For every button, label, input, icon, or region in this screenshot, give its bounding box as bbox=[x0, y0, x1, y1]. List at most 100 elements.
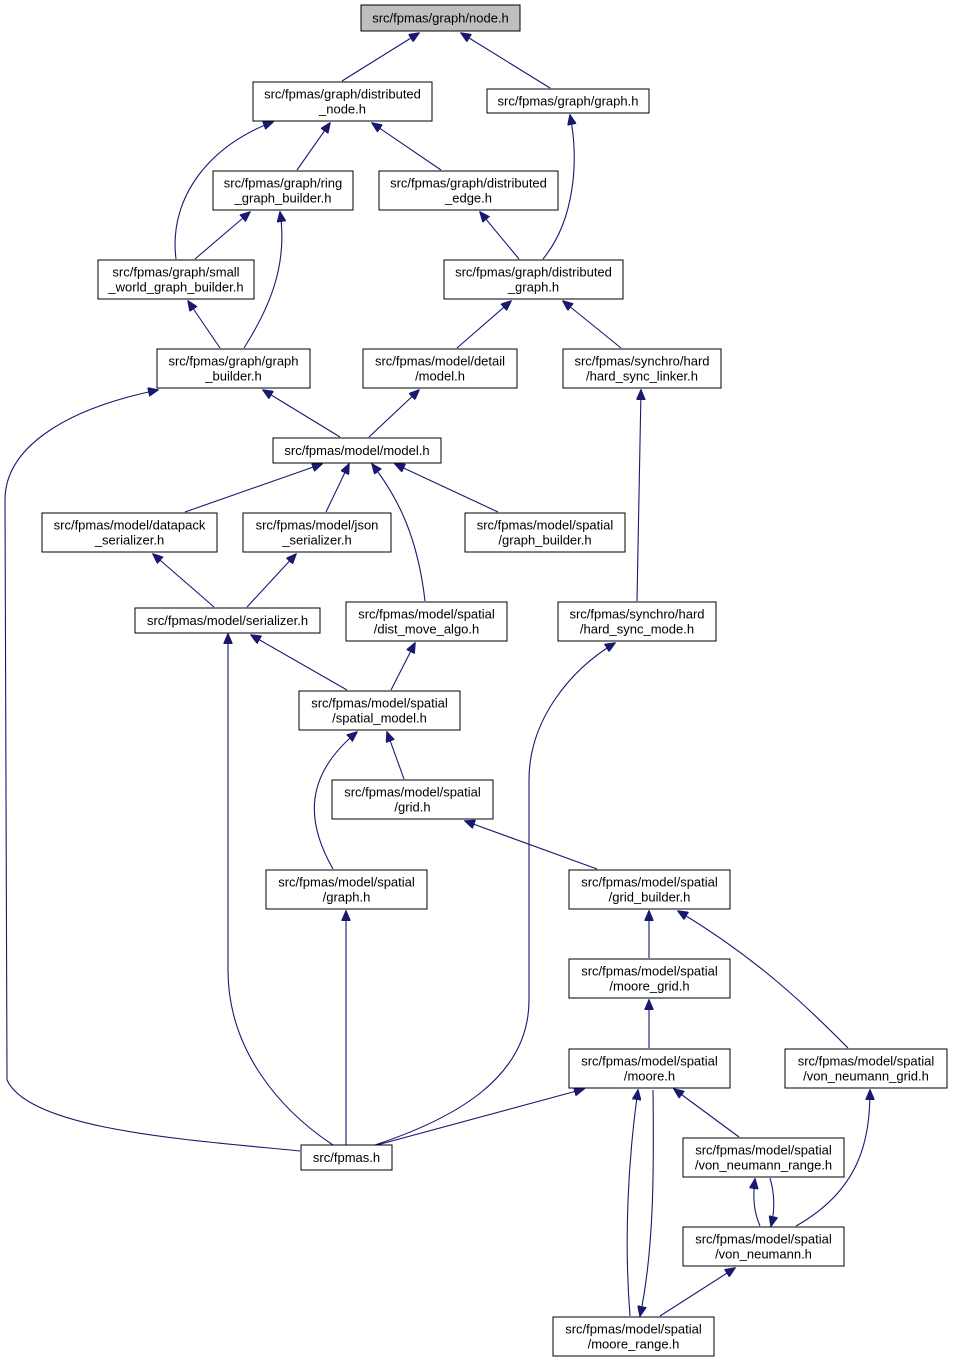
edge-arrow bbox=[674, 1089, 740, 1138]
edge-detail-model-to-distributed-graph bbox=[456, 301, 511, 349]
edge-arrow bbox=[390, 643, 415, 691]
edge-grid-h-to-spatial-model bbox=[387, 732, 405, 780]
node-label: /moore.h bbox=[624, 1069, 675, 1084]
edge-graph-builder-to-small-world bbox=[188, 301, 221, 349]
node-label: _graph_builder.h bbox=[234, 191, 332, 206]
node-grid-h[interactable]: src/fpmas/model/spatial/grid.h bbox=[331, 779, 494, 820]
edge-arrow bbox=[153, 554, 215, 608]
edge-arrow bbox=[640, 1089, 654, 1316]
edge-fpmas-h-to-moore-h bbox=[376, 1089, 584, 1146]
node-label: src/fpmas/synchro/hard bbox=[574, 354, 709, 369]
node-spatial-graph[interactable]: src/fpmas/model/spatial/graph.h bbox=[265, 869, 428, 910]
node-distributed-edge[interactable]: src/fpmas/graph/distributed_edge.h bbox=[378, 170, 559, 211]
node-label: /von_neumann_grid.h bbox=[803, 1069, 929, 1084]
edge-ring-graph-builder-to-distributed-node bbox=[296, 123, 330, 171]
node-detail-model[interactable]: src/fpmas/model/detail/model.h bbox=[362, 348, 518, 389]
node-box bbox=[242, 512, 392, 553]
node-label: src/fpmas/model/detail bbox=[375, 354, 505, 369]
edge-spatial-graph-to-spatial-model bbox=[313, 732, 357, 870]
node-label: /moore_range.h bbox=[588, 1337, 680, 1352]
node-hard-sync-linker[interactable]: src/fpmas/synchro/hard/hard_sync_linker.… bbox=[562, 348, 722, 389]
node-box bbox=[272, 437, 442, 464]
node-box bbox=[212, 170, 354, 211]
node-spatial-graph-builder[interactable]: src/fpmas/model/spatial/graph_builder.h bbox=[464, 512, 626, 553]
node-moore-grid[interactable]: src/fpmas/model/spatial/moore_grid.h bbox=[568, 958, 731, 999]
node-von-neumann-grid[interactable]: src/fpmas/model/spatial/von_neumann_grid… bbox=[784, 1048, 948, 1089]
node-box bbox=[41, 512, 218, 553]
node-hard-sync-mode[interactable]: src/fpmas/synchro/hard/hard_sync_mode.h bbox=[557, 601, 717, 642]
node-json-serializer[interactable]: src/fpmas/model/json_serializer.h bbox=[242, 512, 392, 553]
node-ring-graph-builder[interactable]: src/fpmas/graph/ring_graph_builder.h bbox=[212, 170, 354, 211]
node-label: src/fpmas/model/datapack bbox=[54, 518, 206, 533]
node-label: src/fpmas/model/spatial bbox=[311, 696, 448, 711]
edge-fpmas-h-to-hard-sync-mode bbox=[374, 643, 615, 1146]
node-box bbox=[97, 259, 255, 300]
edge-arrow bbox=[387, 732, 405, 780]
edge-von-neumann-grid-to-grid-builder bbox=[678, 911, 849, 1049]
edge-arrow bbox=[754, 1179, 761, 1227]
node-graph-builder[interactable]: src/fpmas/graph/graph_builder.h bbox=[156, 348, 311, 389]
edge-moore-range-to-von-neumann bbox=[659, 1268, 735, 1317]
node-label: _edge.h bbox=[444, 191, 492, 206]
node-label: src/fpmas/model/spatial bbox=[477, 518, 614, 533]
edge-arrow bbox=[228, 634, 334, 1146]
node-label: src/fpmas/model/spatial bbox=[278, 875, 415, 890]
node-box bbox=[298, 690, 461, 731]
node-moore-h[interactable]: src/fpmas/model/spatial/moore.h bbox=[568, 1048, 731, 1089]
edge-arrow bbox=[465, 821, 598, 870]
node-grid-builder[interactable]: src/fpmas/model/spatial/grid_builder.h bbox=[568, 869, 731, 910]
node-label: src/fpmas/graph/distributed bbox=[264, 87, 421, 102]
node-von-neumann-range[interactable]: src/fpmas/model/spatial/von_neumann_rang… bbox=[682, 1137, 845, 1178]
node-moore-range[interactable]: src/fpmas/model/spatial/moore_range.h bbox=[552, 1316, 715, 1357]
node-distributed-node[interactable]: src/fpmas/graph/distributed_node.h bbox=[252, 81, 433, 122]
node-small-world[interactable]: src/fpmas/graph/small_world_graph_builde… bbox=[97, 259, 255, 300]
node-box bbox=[486, 88, 650, 114]
node-spatial-model[interactable]: src/fpmas/model/spatial/spatial_model.h bbox=[298, 690, 461, 731]
node-label: /grid.h bbox=[394, 800, 430, 815]
node-serializer-h[interactable]: src/fpmas/model/serializer.h bbox=[134, 607, 321, 634]
node-label: src/fpmas/graph/small bbox=[112, 265, 239, 280]
node-datapack-serializer[interactable]: src/fpmas/model/datapack_serializer.h bbox=[41, 512, 218, 553]
node-label: _serializer.h bbox=[94, 533, 164, 548]
edge-arrow bbox=[626, 1090, 638, 1317]
node-label: src/fpmas/model/spatial bbox=[581, 964, 718, 979]
node-fpmas-h[interactable]: src/fpmas.h bbox=[300, 1144, 393, 1171]
node-label: src/fpmas/model/json bbox=[256, 518, 379, 533]
edge-arrow bbox=[251, 635, 348, 691]
edge-distributed-node-to-node-h bbox=[341, 33, 419, 82]
node-label: src/fpmas/graph/ring bbox=[224, 176, 343, 191]
edge-moore-h-to-moore-range bbox=[640, 1089, 654, 1316]
node-dist-move-algo[interactable]: src/fpmas/model/spatial/dist_move_algo.h bbox=[345, 601, 508, 642]
node-distributed-graph[interactable]: src/fpmas/graph/distributed_graph.h bbox=[443, 259, 624, 300]
node-von-neumann[interactable]: src/fpmas/model/spatial/von_neumann.h bbox=[682, 1226, 845, 1267]
edge-arrow bbox=[563, 301, 622, 349]
node-box bbox=[557, 601, 717, 642]
edge-arrow bbox=[263, 390, 341, 438]
node-box bbox=[562, 348, 722, 389]
edge-fpmas-h-to-graph-builder bbox=[4, 390, 301, 1152]
node-label: /hard_sync_mode.h bbox=[580, 622, 694, 637]
node-box bbox=[265, 869, 428, 910]
node-box bbox=[443, 259, 624, 300]
node-box bbox=[156, 348, 311, 389]
edge-arrow bbox=[637, 390, 641, 602]
node-label: src/fpmas/model/spatial bbox=[695, 1143, 832, 1158]
node-label: src/fpmas/model/spatial bbox=[344, 785, 481, 800]
edge-arrow bbox=[325, 464, 349, 513]
node-label: /von_neumann_range.h bbox=[695, 1158, 832, 1173]
node-box bbox=[362, 348, 518, 389]
edge-spatial-model-to-dist-move-algo bbox=[390, 643, 415, 691]
edge-arrow bbox=[770, 1177, 774, 1226]
node-box bbox=[682, 1137, 845, 1178]
edge-arrow bbox=[659, 1268, 735, 1317]
node-graph-h[interactable]: src/fpmas/graph/graph.h bbox=[486, 88, 650, 114]
node-model-h[interactable]: src/fpmas/model/model.h bbox=[272, 437, 442, 464]
node-label: /von_neumann.h bbox=[715, 1247, 812, 1262]
edge-von-neumann-to-von-neumann-range bbox=[754, 1179, 761, 1227]
edge-hard-sync-mode-to-hard-sync-linker bbox=[637, 390, 641, 602]
edge-von-neumann-range-to-von-neumann bbox=[770, 1177, 774, 1226]
node-node-h[interactable]: src/fpmas/graph/node.h bbox=[360, 4, 521, 32]
node-label: src/fpmas/model/model.h bbox=[284, 443, 429, 458]
node-label: src/fpmas/graph/node.h bbox=[372, 11, 509, 26]
